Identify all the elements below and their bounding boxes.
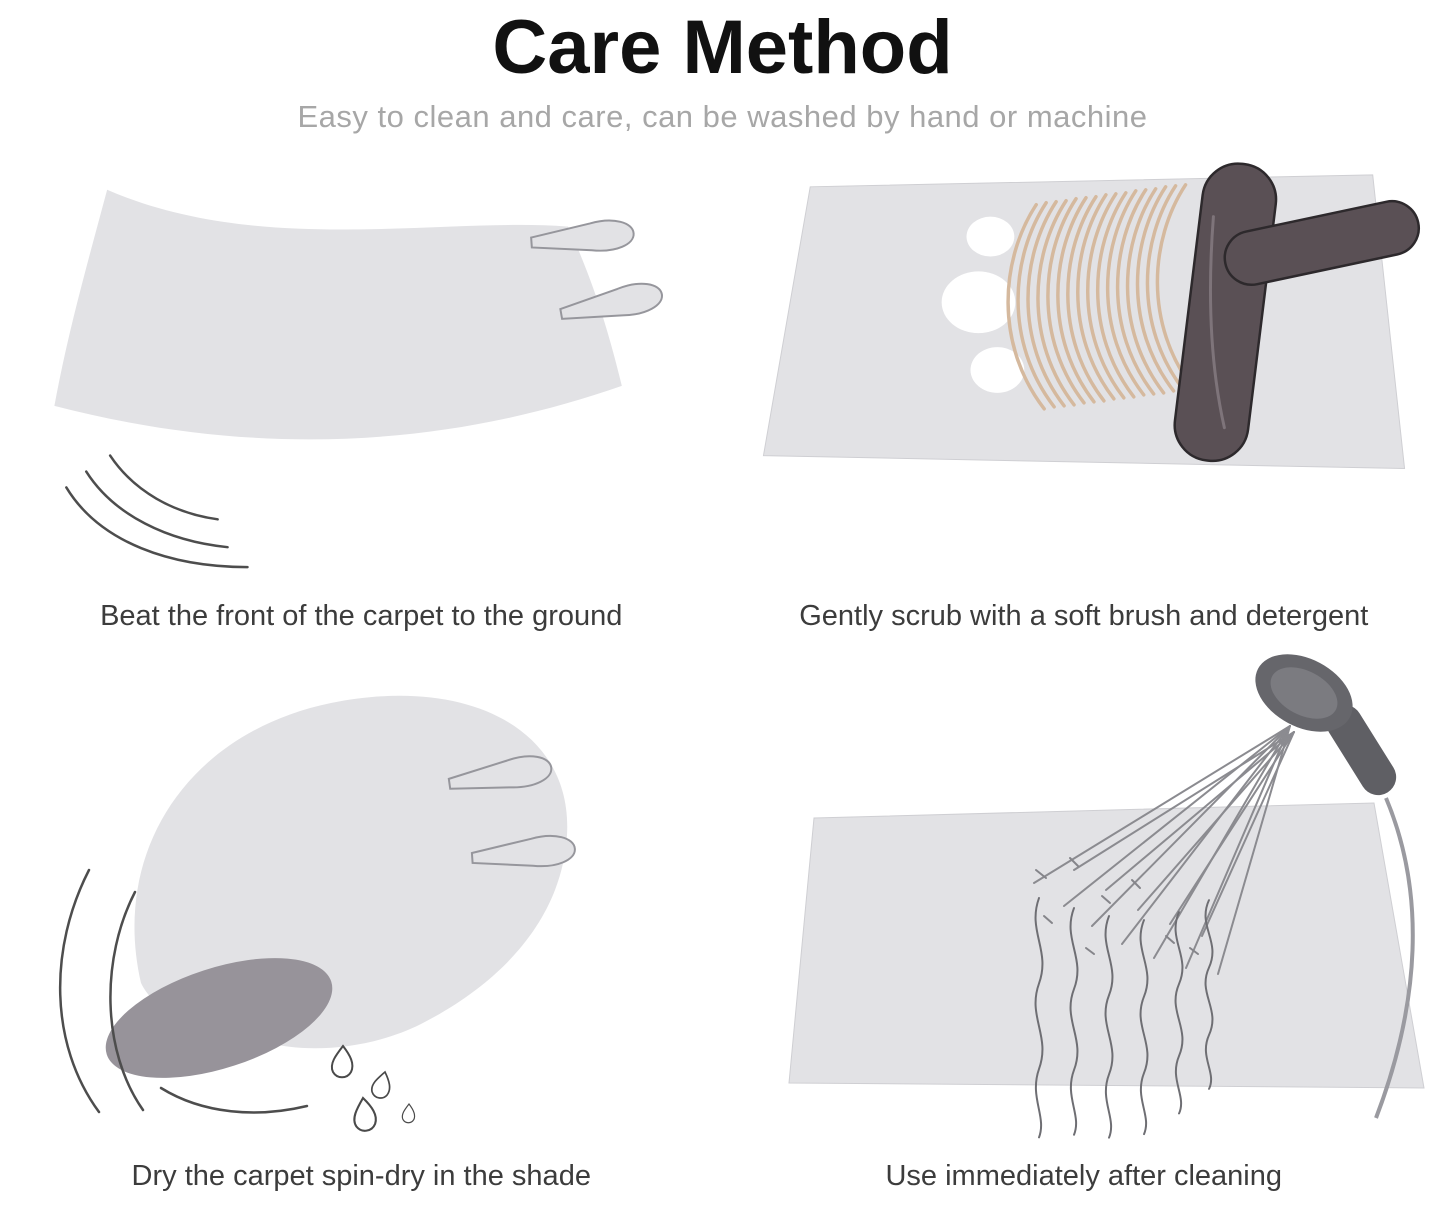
- step-spin-dry: Dry the carpet spin-dry in the shade: [0, 645, 723, 1205]
- caption-rinse: Use immediately after cleaning: [885, 1160, 1282, 1192]
- shower-handle: [1325, 704, 1396, 796]
- foam-bubbles: [941, 216, 1025, 393]
- shower-rinse-icon: [788, 654, 1425, 1139]
- spray-lines: [1032, 725, 1295, 975]
- step-rinse-shower: Use immediately after cleaning: [723, 645, 1445, 1205]
- splash-dashes: [1034, 857, 1199, 955]
- water-droplets: [331, 1045, 416, 1134]
- carpet-beating-icon: [54, 189, 666, 569]
- step-beat-carpet: Beat the front of the carpet to the grou…: [0, 145, 723, 645]
- caption-dry: Dry the carpet spin-dry in the shade: [131, 1160, 591, 1192]
- carpet: [54, 189, 623, 440]
- steps-grid: Beat the front of the carpet to the grou…: [0, 145, 1445, 1205]
- motion-lines: [65, 454, 250, 569]
- rolled-carpet: [105, 695, 568, 1078]
- caption-beat: Beat the front of the carpet to the grou…: [100, 600, 623, 632]
- brush-scrubbing-icon: [762, 162, 1420, 470]
- page-header: Care Method Easy to clean and care, can …: [0, 0, 1445, 135]
- caption-scrub: Gently scrub with a soft brush and deter…: [799, 600, 1369, 632]
- brush-highlight: [1208, 215, 1226, 430]
- carpet-spin-dry-icon: [59, 695, 578, 1134]
- brush: [1173, 162, 1420, 463]
- shower-hose: [1373, 797, 1415, 1119]
- shower-head: [1255, 654, 1415, 1119]
- step-scrub-brush: Gently scrub with a soft brush and deter…: [723, 145, 1445, 645]
- page-title: Care Method: [492, 5, 953, 90]
- page-subtitle: Easy to clean and care, can be washed by…: [297, 99, 1148, 134]
- carpet-roll-opening: [105, 958, 333, 1078]
- motion-lines: [59, 868, 309, 1114]
